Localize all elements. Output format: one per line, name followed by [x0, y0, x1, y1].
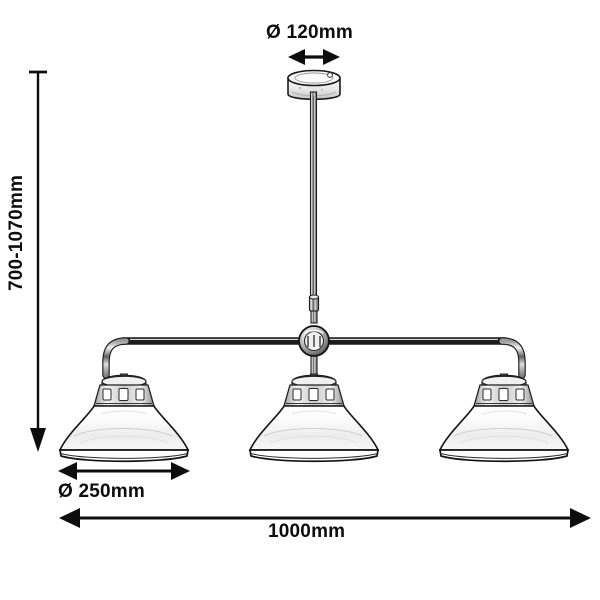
hub-node — [298, 325, 330, 357]
dimension-label-overall-width: 1000mm — [268, 521, 346, 542]
dimension-label-shade-diameter: Ø 250mm — [58, 481, 145, 502]
dimension-label-drop-height: 700-1070mm — [6, 174, 27, 292]
curved-arm-left — [102, 337, 130, 379]
shade-right — [439, 373, 569, 463]
dimension-arrow-overall-width — [59, 508, 591, 528]
dimension-arrow-shade-diameter — [58, 462, 190, 480]
shade-center — [249, 373, 379, 463]
dimension-arrow-canopy-diameter — [288, 49, 340, 65]
rod-loop-connector — [308, 294, 320, 324]
dimension-label-canopy-diameter: Ø 120mm — [266, 22, 353, 43]
dimension-arrow-drop-height — [29, 70, 47, 452]
curved-arm-right — [498, 337, 526, 379]
ceiling-canopy — [287, 69, 341, 100]
shade-left — [59, 373, 189, 463]
suspension-rod — [309, 91, 318, 299]
